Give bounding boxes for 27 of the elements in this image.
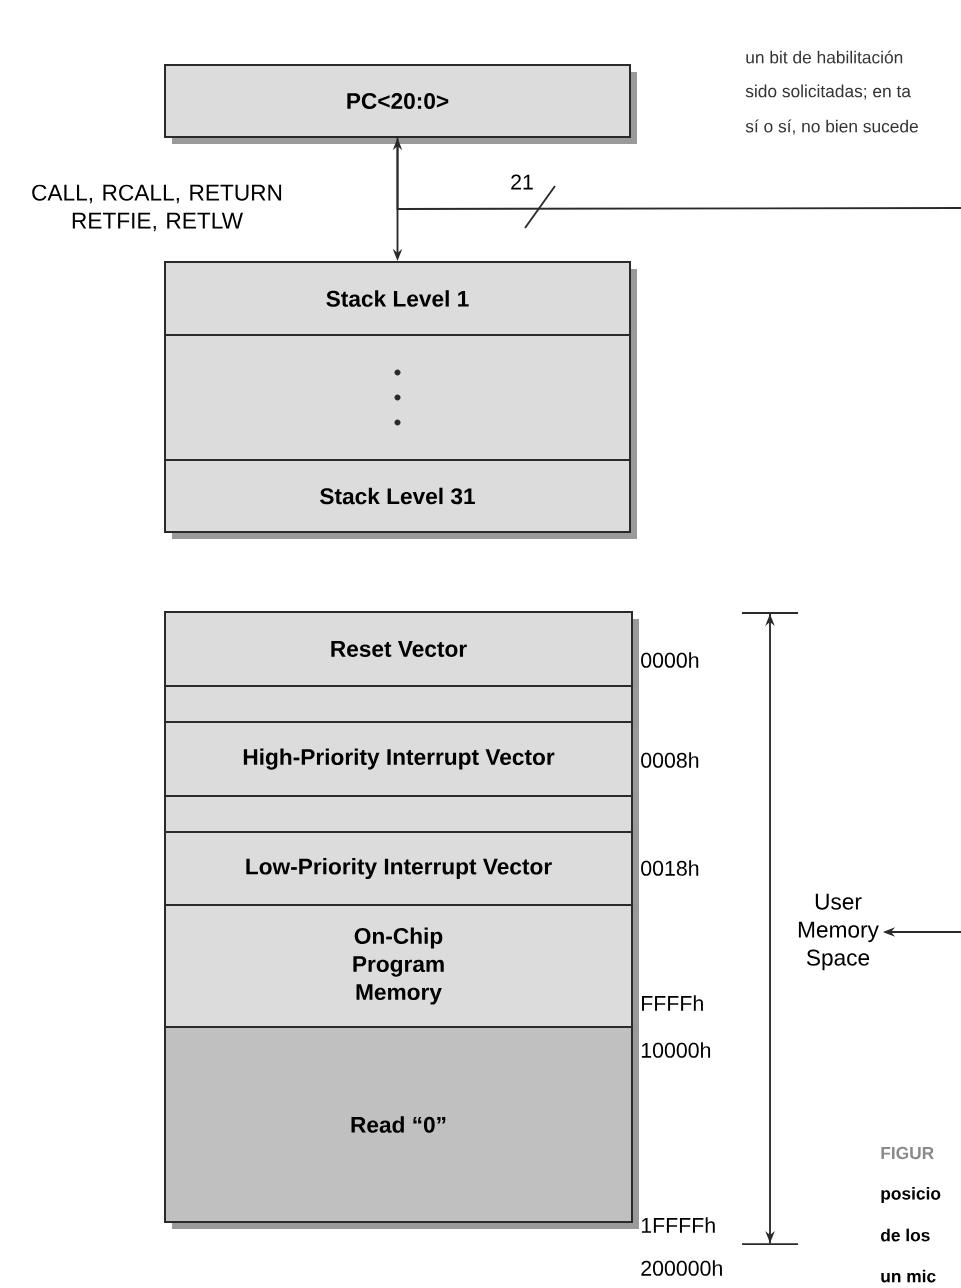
address-label: 0018h [641, 860, 699, 876]
address-label: FFFFh [642, 995, 703, 1011]
address-label: 0008h [641, 752, 699, 768]
register-box: PC<20:0> [164, 64, 631, 138]
page-text: sí o sí, no bien sucede [745, 119, 918, 135]
address-label: 0000h [641, 652, 699, 668]
figure-caption: FIGUR [881, 1146, 934, 1160]
address-label: 10000h [641, 1042, 711, 1058]
edge-label: 21 [511, 174, 533, 190]
page-text: sido solicitadas; en ta [745, 84, 911, 100]
figure-caption: posicio [881, 1186, 941, 1204]
address-label: 200000h [641, 1260, 722, 1276]
memory-row: Read “0” [164, 1026, 633, 1223]
figure-caption: un mic [881, 1269, 936, 1283]
memory-row: Low-Priority Interrupt Vector [164, 831, 633, 906]
page-text: un bit de habilitación [746, 50, 903, 64]
memory-row [164, 795, 633, 833]
address-label: 1FFFFh [641, 1217, 715, 1233]
instruction-label: CALL, RCALL, RETURN RETFIE, RETLW [32, 184, 282, 232]
memory-row [164, 685, 633, 723]
region-label: User Memory Space [798, 893, 879, 971]
memory-row: On-Chip Program Memory [164, 904, 633, 1028]
stack-row: Stack Level 31 [164, 459, 631, 533]
figure-caption: de los [881, 1228, 930, 1242]
connector [396, 137, 961, 210]
stack-row: Stack Level 1 [164, 261, 631, 336]
stack-row [164, 334, 631, 461]
